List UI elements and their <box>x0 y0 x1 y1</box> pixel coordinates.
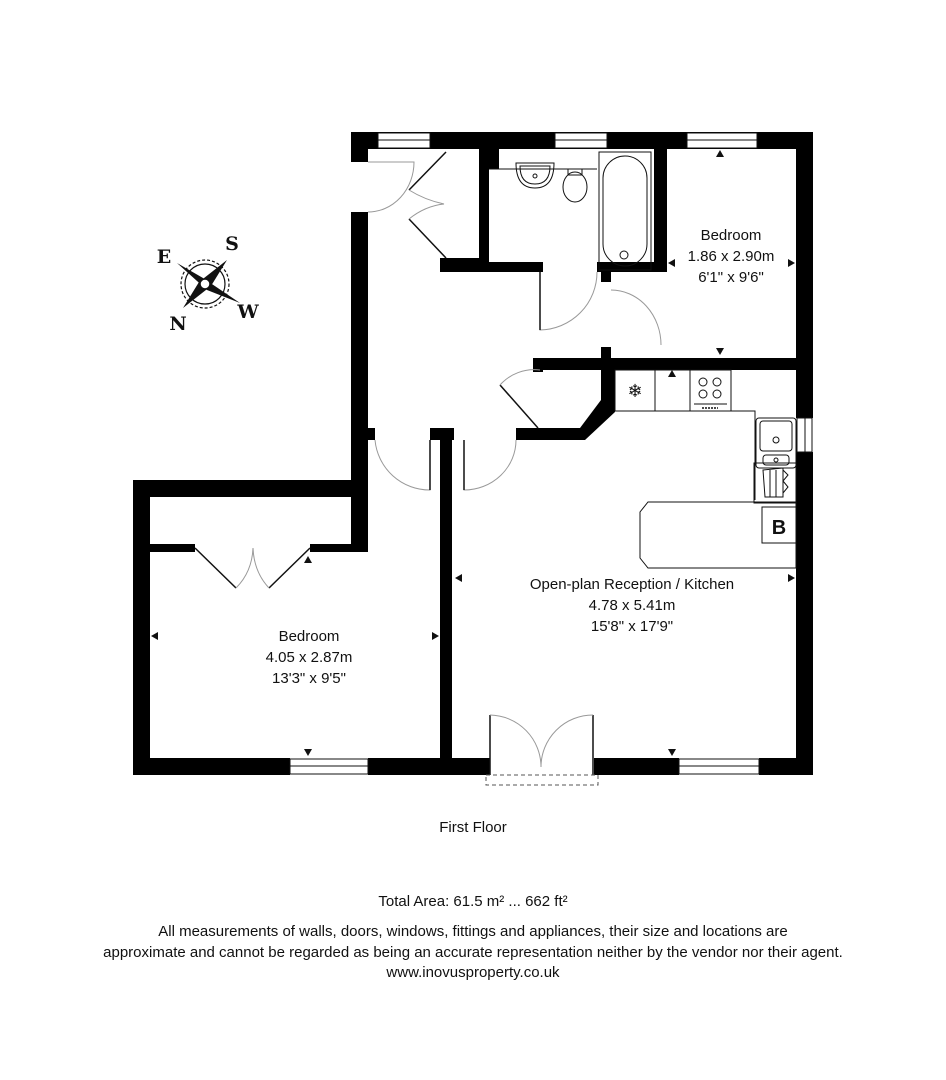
room-imperial: 15'8" x 17'9" <box>591 618 673 635</box>
kitchen-fixtures: ❄ <box>614 369 797 569</box>
room-large-bedroom: Bedroom 4.05 x 2.87m 13'3" x 9'5" <box>266 628 353 687</box>
room-imperial: 13'3" x 9'5" <box>272 670 346 687</box>
dimension-markers <box>151 150 795 756</box>
washer-icon <box>753 462 797 504</box>
website-link[interactable]: www.inovusproperty.co.uk <box>386 964 560 981</box>
windows <box>289 132 813 775</box>
svg-text:❄: ❄ <box>627 381 642 401</box>
disclaimer-line-1: All measurements of walls, doors, window… <box>158 923 788 940</box>
kitchen-sink-icon <box>755 417 797 469</box>
sink-icon <box>515 162 555 189</box>
floor-label: First Floor <box>439 819 507 836</box>
boiler-icon <box>761 506 797 544</box>
room-reception-kitchen: Open-plan Reception / Kitchen 4.78 x 5.4… <box>530 576 734 635</box>
total-area: Total Area: 61.5 m² ... 662 ft² <box>378 893 568 910</box>
room-small-bedroom: Bedroom 1.86 x 2.90m 6'1" x 9'6" <box>688 227 775 286</box>
room-imperial: 6'1" x 9'6" <box>698 269 764 286</box>
room-name: Bedroom <box>279 628 340 645</box>
compass-south: S <box>225 233 239 255</box>
doors <box>194 151 662 786</box>
compass-east: E <box>157 246 171 268</box>
bath-icon <box>598 151 652 271</box>
bathroom-fixtures <box>489 151 652 271</box>
kitchen-island <box>639 501 797 569</box>
room-name: Bedroom <box>701 227 762 244</box>
walls <box>133 132 813 775</box>
compass-icon: E S N W <box>157 233 260 335</box>
disclaimer-line-2: approximate and cannot be regarded as be… <box>103 944 843 961</box>
room-metric: 4.78 x 5.41m <box>589 597 676 614</box>
hob-icon <box>689 369 732 412</box>
room-metric: 1.86 x 2.90m <box>688 248 775 265</box>
room-metric: 4.05 x 2.87m <box>266 649 353 666</box>
compass-west: W <box>236 301 259 323</box>
toilet-icon <box>562 171 588 203</box>
boiler-label: B <box>772 517 786 539</box>
compass-north: N <box>169 313 186 335</box>
room-name: Open-plan Reception / Kitchen <box>530 576 734 593</box>
